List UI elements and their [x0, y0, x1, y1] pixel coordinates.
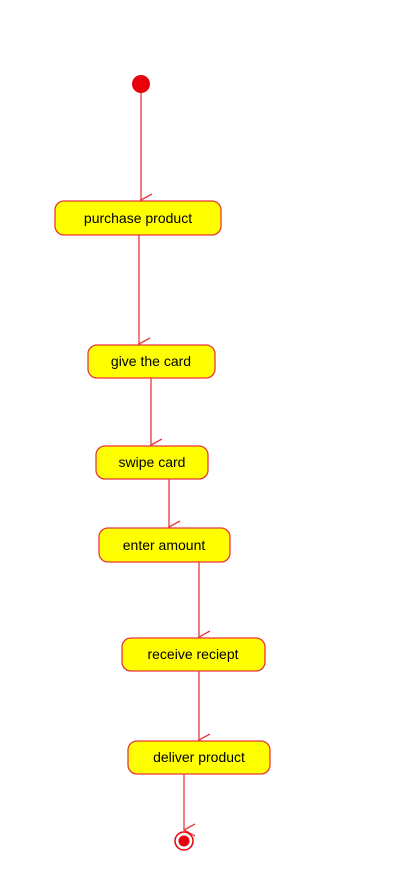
- activity-label: deliver product: [153, 749, 245, 765]
- activity-label: give the card: [111, 353, 191, 369]
- activity-deliver-product: deliver product: [127, 740, 271, 775]
- activity-enter-amount: enter amount: [98, 527, 231, 563]
- activity-label: swipe card: [119, 454, 186, 470]
- control-flows: [137, 92, 211, 837]
- activity-label: enter amount: [123, 537, 206, 553]
- activity-swipe-card: swipe card: [95, 445, 209, 480]
- final-node: [174, 831, 194, 851]
- activity-label: purchase product: [84, 210, 192, 226]
- activity-label: receive reciept: [147, 646, 238, 662]
- initial-node: [132, 75, 150, 93]
- activity-give-the-card: give the card: [87, 344, 216, 379]
- activity-receive-reciept: receive reciept: [121, 637, 266, 672]
- activity-purchase-product: purchase product: [54, 200, 222, 236]
